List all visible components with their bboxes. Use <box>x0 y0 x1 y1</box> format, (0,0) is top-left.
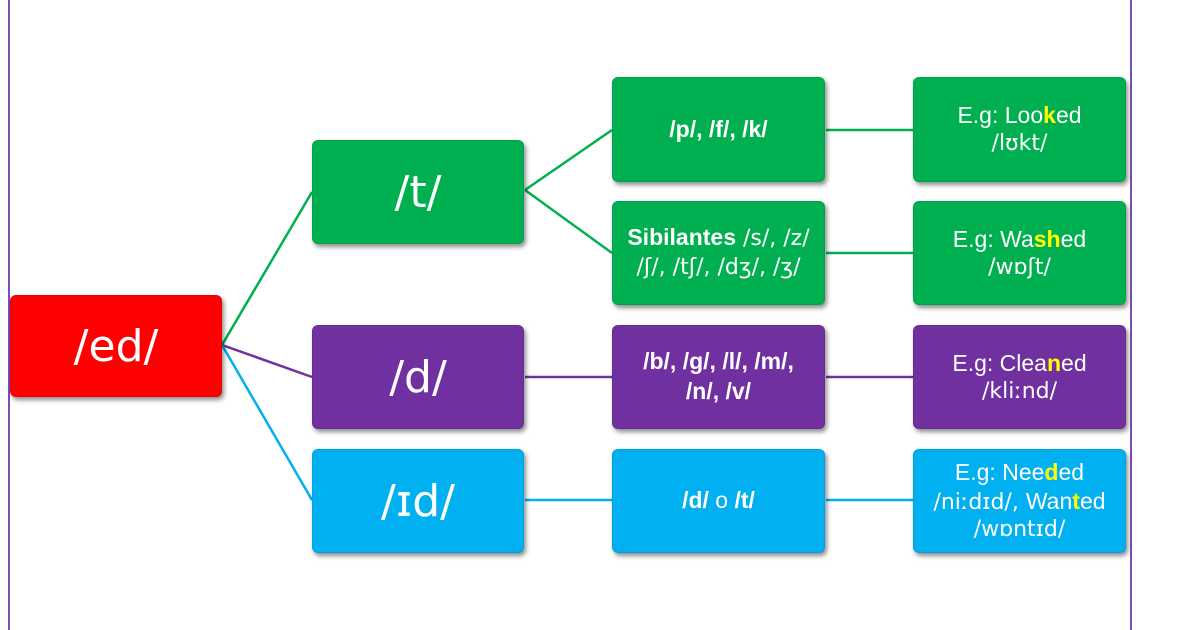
node-voiced-sounds: /b/, /g/, /l/, /m/, /n/, /v/ <box>612 325 825 429</box>
looked-suffix: ed <box>1055 102 1082 129</box>
wanted-suffix: ed <box>1079 487 1106 514</box>
dt-first: /d/ <box>682 487 709 514</box>
node-sibilants: Sibilantes /s/, /z/ /ʃ/, /tʃ/, /dʒ/, /ʒ/ <box>612 201 825 305</box>
voiced-line2: /n/, /v/ <box>685 378 752 404</box>
sibilants-title: Sibilantes <box>627 224 736 251</box>
washed-prefix: E.g: Wa <box>952 225 1034 252</box>
connector-t-voiceless <box>524 128 613 192</box>
node-voiceless-sounds: /p/, /f/, /k/ <box>612 77 825 182</box>
example-cleaned: E.g: Cleaned /kliːnd/ <box>913 325 1126 429</box>
sibilants-line2: /ʃ/, /tʃ/, /dʒ/, /ʒ/ <box>636 255 801 280</box>
node-d: /d/ <box>312 325 524 429</box>
example-washed: E.g: Washed /wɒʃt/ <box>913 201 1126 305</box>
looked-highlight: k <box>1043 102 1056 129</box>
root-node-ed: /ed/ <box>10 295 222 397</box>
connector-root-id <box>220 344 314 501</box>
wanted-ipa: /wɒntɪd/ <box>973 517 1066 543</box>
needed-suffix: ed <box>1058 459 1085 486</box>
voiceless-sounds-label: /p/, /f/, /k/ <box>669 115 768 142</box>
connector-t-sibilants <box>524 188 613 255</box>
cleaned-suffix: ed <box>1061 349 1087 376</box>
connector-root-t <box>220 191 314 346</box>
cleaned-highlight: n <box>1046 349 1062 376</box>
connector-root-d <box>221 343 313 379</box>
sibilants-line1: /s/, /z/ <box>736 226 810 252</box>
wanted-highlight: t <box>1072 487 1080 514</box>
wanted-prefix: Wan <box>1025 487 1073 514</box>
frame-left-border <box>8 0 10 630</box>
node-t-label: /t/ <box>394 166 442 218</box>
root-label: /ed/ <box>73 320 159 372</box>
washed-suffix: ed <box>1060 225 1087 252</box>
needed-highlight: d <box>1044 459 1059 486</box>
frame-right-border <box>1130 0 1132 630</box>
node-id-label: /ɪd/ <box>381 475 455 527</box>
needed-prefix: E.g: Nee <box>954 459 1045 486</box>
dt-or: o <box>708 487 735 514</box>
example-looked: E.g: Looked /lʊkt/ <box>913 77 1126 182</box>
node-t: /t/ <box>312 140 524 244</box>
looked-ipa: /lʊkt/ <box>991 131 1048 157</box>
cleaned-ipa: /kliːnd/ <box>981 378 1058 404</box>
looked-prefix: E.g: Loo <box>957 102 1044 129</box>
node-id: /ɪd/ <box>312 449 524 553</box>
voiced-line1: /b/, /g/, /l/, /m/, <box>643 348 794 375</box>
needed-ipa: /niːdɪd/, <box>933 489 1026 515</box>
node-d-or-t: /d/ o /t/ <box>612 449 825 553</box>
washed-highlight: sh <box>1033 225 1061 252</box>
washed-ipa: /wɒʃt/ <box>988 254 1051 280</box>
cleaned-prefix: E.g: Clea <box>952 349 1047 376</box>
example-needed-wanted: E.g: Needed /niːdɪd/, Wanted /wɒntɪd/ <box>913 449 1126 553</box>
dt-second: /t/ <box>734 487 755 514</box>
node-d-label: /d/ <box>389 351 447 403</box>
